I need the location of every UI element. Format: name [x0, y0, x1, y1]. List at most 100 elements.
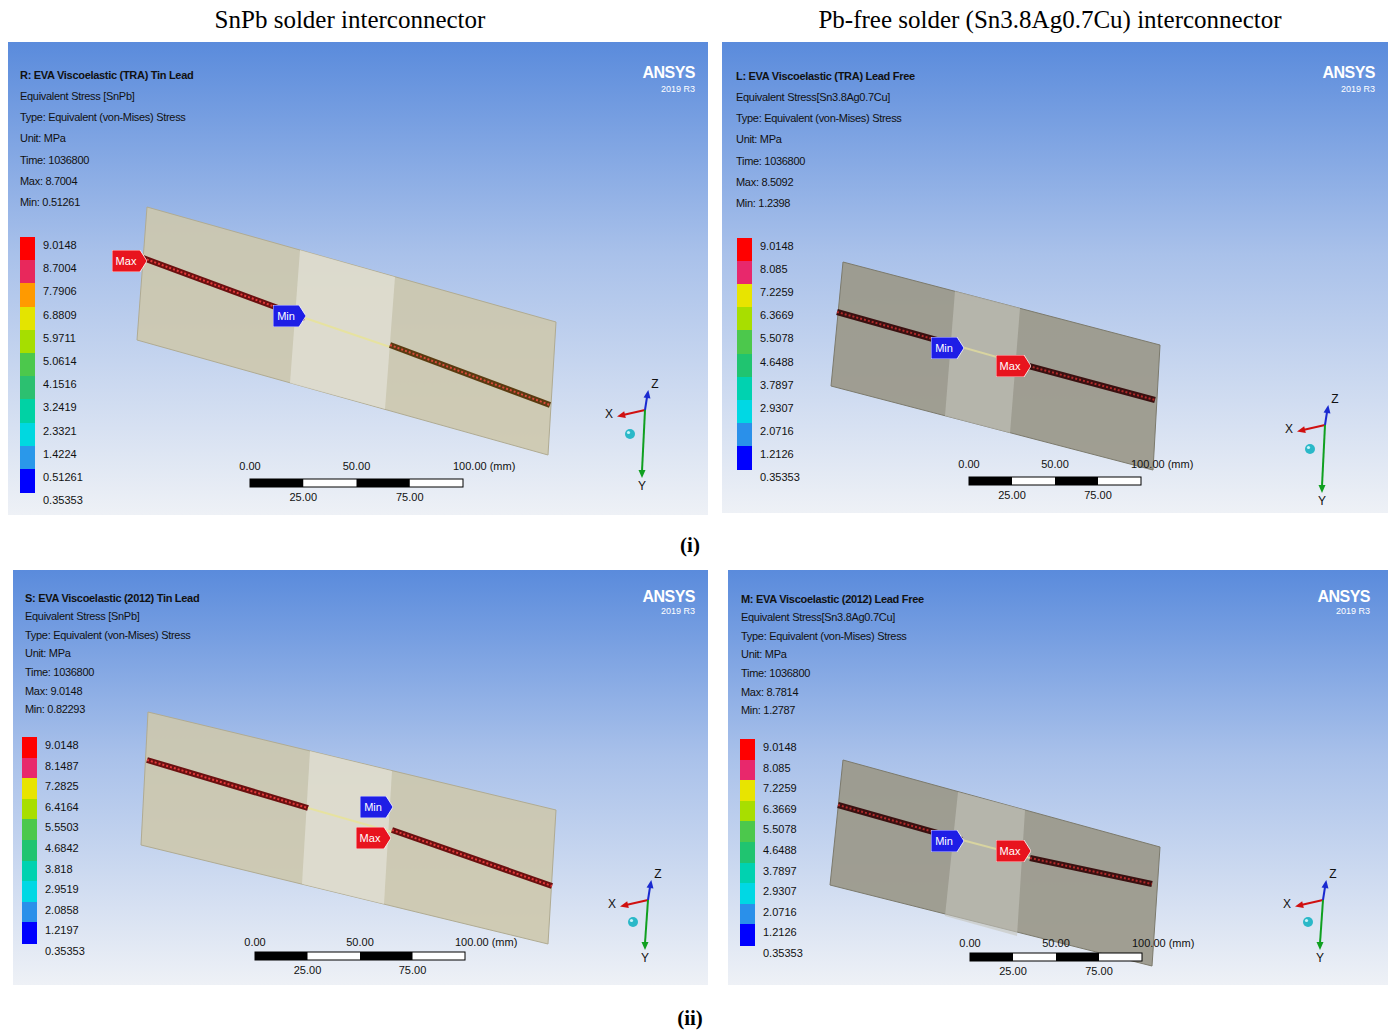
probe-marker: Max: [112, 250, 147, 272]
scale-bar-label: 50.00: [346, 936, 374, 948]
marker-label: Max: [1000, 360, 1021, 372]
scale-value: 2.9307: [760, 402, 794, 414]
scale-bar-label-holder: 0.00: [239, 460, 260, 472]
scale-swatch: [20, 469, 35, 493]
panel-number: (i): [680, 533, 700, 558]
scale-bar-label-holder: 75.00: [1084, 489, 1112, 501]
scale-value: 7.2259: [763, 782, 797, 794]
software-version-holder: 2019 R3: [661, 606, 695, 616]
scale-bar-label: 75.00: [1085, 965, 1113, 977]
scale-value: 0.51261: [43, 471, 83, 483]
result-info-holder: Type: Equivalent (von-Mises) Stress: [741, 630, 907, 643]
scale-value: 8.1487: [45, 760, 79, 772]
marker-fill: [112, 250, 147, 272]
scale-value-holder: 6.4164: [45, 801, 79, 813]
panel-number-holder: (i): [680, 533, 700, 558]
scale-value: 4.1516: [43, 378, 77, 390]
scale-bar-label: 100.00 (mm): [1132, 937, 1194, 949]
result-title: S: EVA Viscoelastic (2012) Tin Lead: [25, 592, 199, 605]
scale-swatch: [22, 861, 37, 882]
axis-label: Y: [1318, 494, 1326, 508]
scale-swatch: [737, 377, 752, 401]
scale-value-holder: 0.35353: [43, 494, 83, 506]
scale-swatch: [737, 261, 752, 285]
axis-label-holder: X: [1285, 422, 1293, 436]
marker-fill: [996, 840, 1031, 862]
result-info: Min: 1.2787: [741, 704, 795, 717]
scale-value: 4.6842: [45, 842, 79, 854]
scale-value-holder: 6.3669: [760, 309, 794, 321]
scale-swatch: [740, 883, 755, 904]
result-info: Max: 9.0148: [25, 685, 82, 698]
scale-bar-label-holder: 50.00: [1041, 458, 1069, 470]
scale-bar-label: 75.00: [1084, 489, 1112, 501]
probe-marker: Min: [273, 305, 306, 327]
scale-value: 7.7906: [43, 285, 77, 297]
scale-value-holder: 2.0858: [45, 904, 79, 916]
scale-value: 6.8809: [43, 309, 77, 321]
software-version-holder: 2019 R3: [661, 84, 695, 94]
axis-label: Z: [1329, 867, 1336, 881]
scale-value: 2.9519: [45, 883, 79, 895]
scale-swatch: [737, 400, 752, 424]
scale-swatch: [737, 354, 752, 378]
scale-value: 3.818: [45, 863, 73, 875]
scale-swatch: [22, 819, 37, 840]
scale-value-holder: 2.0716: [763, 906, 797, 918]
software-logo: ANSYS: [1322, 64, 1375, 82]
marker-label: Min: [277, 310, 295, 322]
result-info-holder: Unit: MPa: [741, 648, 787, 661]
scale-bar-label: 75.00: [396, 491, 424, 503]
result-info: Type: Equivalent (von-Mises) Stress: [736, 112, 902, 125]
scale-swatch: [20, 376, 35, 400]
result-info-holder: Min: 0.82293: [25, 703, 85, 716]
result-info: Max: 8.5092: [736, 176, 793, 189]
marker-label: Max: [116, 255, 137, 267]
scale-bar-label-holder: 75.00: [399, 964, 427, 976]
scale-swatch: [740, 821, 755, 842]
scale-bar-label-holder: 25.00: [998, 489, 1026, 501]
scale-bar-label: 25.00: [294, 964, 322, 976]
scale-swatch: [20, 399, 35, 423]
scale-value: 9.0148: [45, 739, 79, 751]
result-info: Type: Equivalent (von-Mises) Stress: [20, 111, 186, 124]
axis-label: Z: [1331, 392, 1338, 406]
scale-swatch: [22, 737, 37, 758]
result-info-holder: Unit: MPa: [25, 647, 71, 660]
scale-swatch: [20, 353, 35, 377]
marker-fill: [931, 830, 964, 852]
scale-bar-label-holder: 0.00: [958, 458, 979, 470]
scale-bar-label: 50.00: [343, 460, 371, 472]
scale-value: 2.0716: [763, 906, 797, 918]
scale-value-holder: 1.4224: [43, 448, 77, 460]
marker-label: Min: [935, 835, 953, 847]
result-info: Unit: MPa: [736, 133, 782, 146]
scale-value-holder: 0.51261: [43, 471, 83, 483]
result-info: Equivalent Stress [SnPb]: [20, 90, 134, 103]
result-info-holder: Type: Equivalent (von-Mises) Stress: [20, 111, 186, 124]
result-info-holder: Equivalent Stress [SnPb]: [20, 90, 134, 103]
scale-bar-label-holder: 25.00: [999, 965, 1027, 977]
result-info: Equivalent Stress[Sn3.8Ag0.7Cu]: [741, 611, 895, 624]
scale-swatch: [20, 237, 35, 261]
axis-label-holder: Z: [654, 867, 661, 881]
scale-swatch: [737, 238, 752, 262]
result-title-holder: M: EVA Viscoelastic (2012) Lead Free: [741, 593, 924, 606]
scale-value: 4.6488: [763, 844, 797, 856]
scale-value: 7.2259: [760, 286, 794, 298]
probe-marker: Max: [356, 827, 391, 849]
axis-label-holder: Y: [638, 479, 646, 493]
scale-value-holder: 4.1516: [43, 378, 77, 390]
scale-bar-label-holder: 25.00: [289, 491, 317, 503]
scale-value-holder: 1.2197: [45, 924, 79, 936]
software-version-holder: 2019 R3: [1336, 606, 1370, 616]
column-heading-holder: Pb-free solder (Sn3.8Ag0.7Cu) interconne…: [818, 6, 1281, 34]
scale-value-holder: 7.2259: [763, 782, 797, 794]
scale-swatch: [737, 423, 752, 447]
axis-label-holder: X: [1283, 897, 1291, 911]
scale-bar-label-holder: 100.00 (mm): [1131, 458, 1193, 470]
scale-value: 3.7897: [760, 379, 794, 391]
scale-bar-label-holder: 100.00 (mm): [453, 460, 515, 472]
axis-label-holder: X: [608, 897, 616, 911]
column-heading: SnPb solder interconnector: [215, 6, 486, 34]
